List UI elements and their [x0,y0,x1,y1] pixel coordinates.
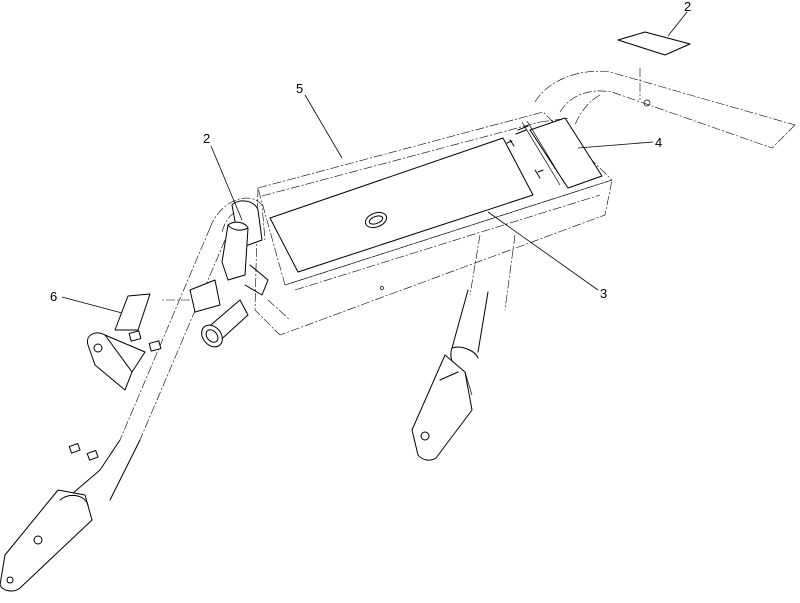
control-console-box [254,111,613,336]
decal-6 [114,293,151,331]
handle-clamp-assembly [189,200,269,348]
leader-lines [61,11,688,314]
callout-2-top-right: 2 [684,0,691,14]
callout-4: 4 [655,135,662,150]
callout-2-left: 2 [203,131,210,146]
callout-6: 6 [50,289,57,304]
bracket-plate [86,332,146,391]
left-handle-frame [0,197,266,592]
right-lower-leg [411,234,516,461]
right-handle-bar [534,68,796,149]
decal-2-top-right [617,31,691,56]
callout-5: 5 [296,81,303,96]
callout-3: 3 [600,286,607,301]
